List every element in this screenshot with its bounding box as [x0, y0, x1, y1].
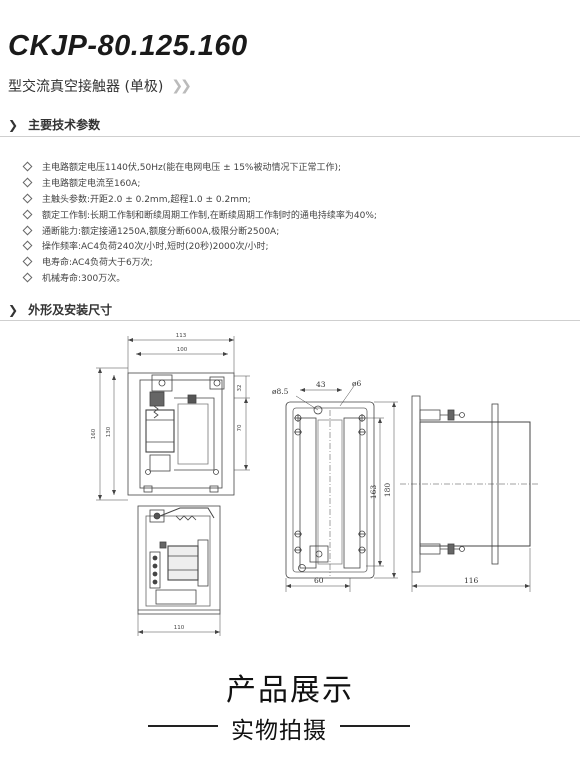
gallery-subtitle: 实物拍摄: [148, 708, 410, 744]
dim-d8-5: ø8.5: [272, 387, 289, 396]
side-profile-view: 116: [400, 395, 540, 592]
dim-113: 113: [176, 333, 187, 339]
front-view: 113 100 160 130 32 70: [91, 333, 250, 501]
spec-list: 主电路额定电压1140伏,50Hz(能在电网电压 ± 15%被动情况下正常工作)…: [22, 159, 377, 286]
dim-100: 100: [177, 347, 188, 353]
diamond-bullet-icon: [22, 240, 33, 251]
mounting-plate-view: ø8.5 43 ø6 163 180 60: [272, 379, 398, 592]
dim-130: 130: [106, 426, 112, 437]
dim-180: 180: [383, 483, 392, 498]
diamond-bullet-icon: [22, 161, 33, 172]
list-item: 主电路额定电压1140伏,50Hz(能在电网电压 ± 15%被动情况下正常工作)…: [22, 159, 377, 175]
diamond-bullet-icon: [22, 225, 33, 236]
dim-163: 163: [369, 485, 378, 500]
diamond-bullet-icon: [22, 177, 33, 188]
dim-d6: ø6: [352, 379, 362, 388]
section-divider: [0, 136, 580, 137]
section-divider: [0, 320, 580, 321]
dim-60: 60: [314, 576, 324, 585]
list-item: 操作频率:AC4负荷240次/小时,短时(20秒)2000次/小时;: [22, 238, 377, 254]
model-title: CKJP-80.125.160: [8, 30, 248, 62]
dimensions-heading: ❯ 外形及安装尺寸: [8, 301, 112, 318]
dim-43: 43: [316, 380, 326, 389]
list-item: 电寿命:AC4负荷大于6万次;: [22, 254, 377, 270]
gallery-subtitle-text: 实物拍摄: [227, 718, 331, 744]
diamond-bullet-icon: [22, 256, 33, 267]
side-view: 110: [137, 505, 221, 636]
dimension-drawing: 113 100 160 130 32 70: [91, 333, 540, 636]
chevron-right-icon: ❯: [8, 117, 19, 132]
subtitle-rule-left: [148, 725, 218, 727]
gallery-title: 产品展示: [226, 673, 354, 708]
diamond-bullet-icon: [22, 272, 33, 283]
product-subtitle: 型交流真空接触器 (单极) ❯❯: [8, 76, 192, 96]
subtitle-text: 型交流真空接触器 (单极): [8, 79, 164, 95]
list-item: 主触头参数:开距2.0 ± 0.2mm,超程1.0 ± 0.2mm;: [22, 191, 377, 207]
dim-70: 70: [237, 424, 243, 431]
chevron-right-icon: ❯: [8, 302, 19, 317]
dimensions-heading-text: 外形及安装尺寸: [28, 303, 113, 317]
dim-160: 160: [91, 428, 97, 439]
list-item: 通断能力:额定接通1250A,额度分断600A,极限分断2500A;: [22, 222, 377, 238]
subtitle-rule-right: [340, 725, 410, 727]
list-item: 主电路额定电流至160A;: [22, 175, 377, 191]
specs-heading-text: 主要技术参数: [28, 118, 101, 132]
diamond-bullet-icon: [22, 209, 33, 220]
dim-116: 116: [464, 576, 479, 585]
specs-heading: ❯ 主要技术参数: [8, 116, 100, 133]
list-item: 额定工作制:长期工作制和断续周期工作制,在断续周期工作制时的通电持续率为40%;: [22, 206, 377, 222]
diamond-bullet-icon: [22, 193, 33, 204]
dim-32: 32: [237, 385, 243, 392]
dim-110: 110: [174, 625, 185, 631]
double-chevron-icon: ❯❯: [171, 78, 192, 94]
list-item: 机械寿命:300万次。: [22, 270, 377, 286]
